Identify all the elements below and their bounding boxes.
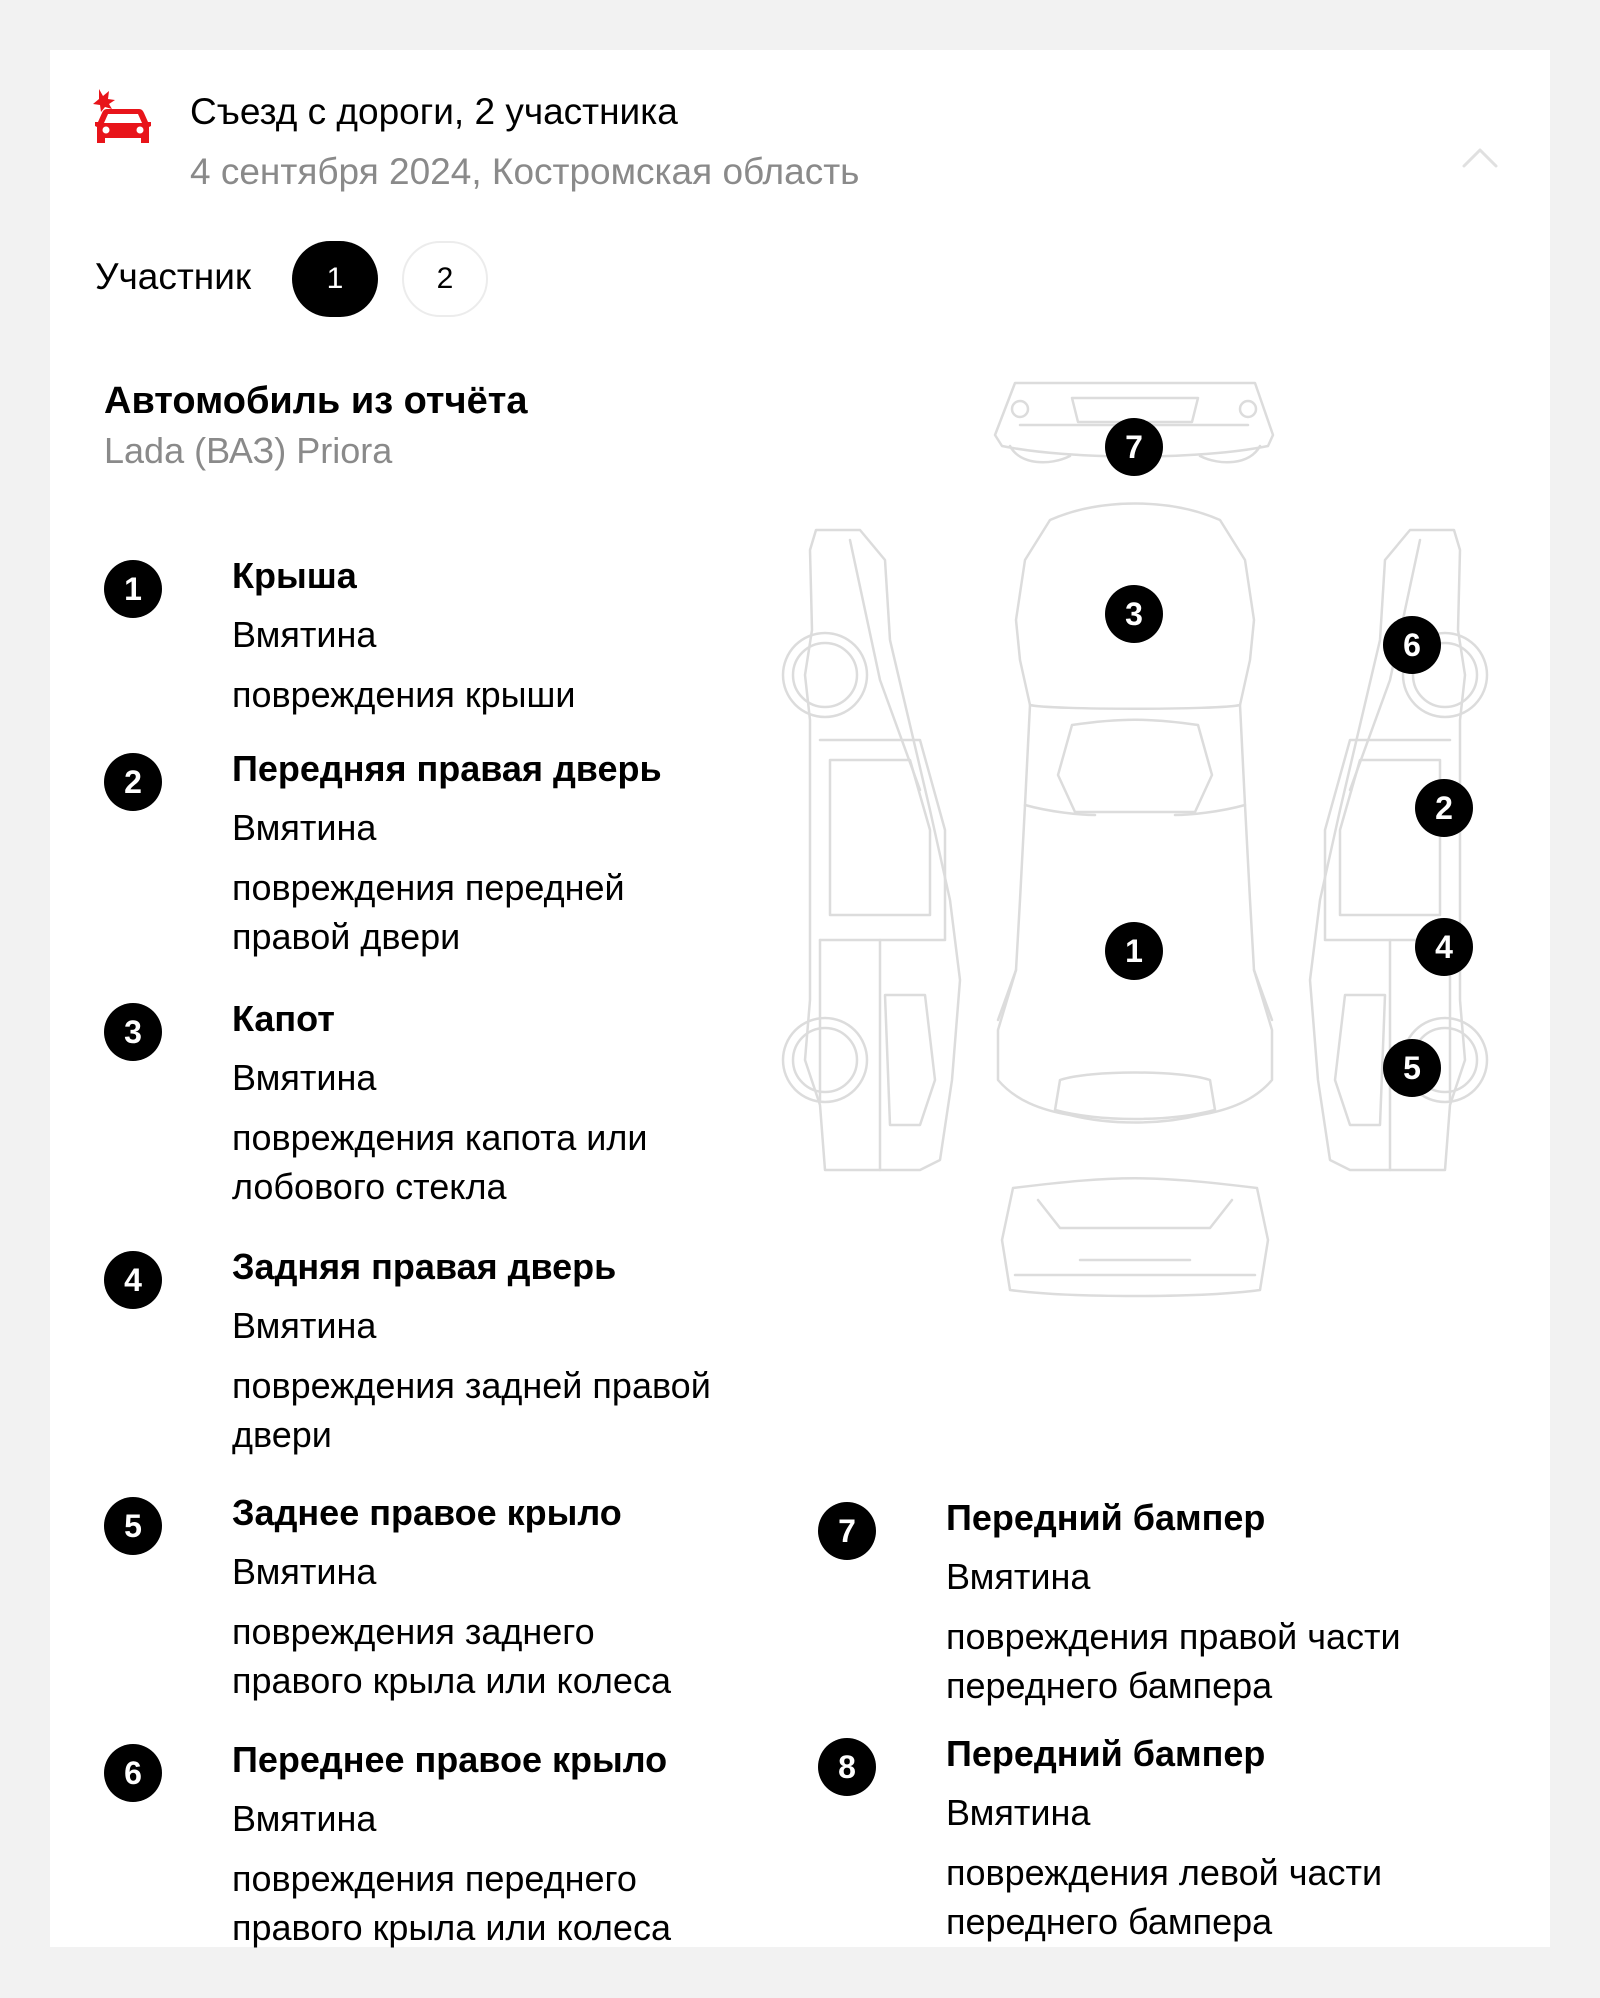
damage-type: Вмятина: [946, 1792, 1091, 1833]
car-section-title: Автомобиль из отчёта: [104, 380, 528, 422]
diagram-marker[interactable]: 7: [1105, 418, 1163, 476]
damage-part: Передний бампер: [946, 1497, 1266, 1538]
diagram-marker[interactable]: 1: [1105, 922, 1163, 980]
damage-number-badge: 2: [104, 753, 162, 811]
car-outline-illustration: [781, 381, 1489, 1298]
damage-type: Вмятина: [232, 807, 377, 848]
car-model: Lada (ВАЗ) Priora: [104, 430, 393, 471]
damage-part: Передняя правая дверь: [232, 748, 662, 789]
damage-type: Вмятина: [232, 1798, 377, 1839]
damage-type: Вмятина: [232, 1551, 377, 1592]
damage-number-badge: 5: [104, 1497, 162, 1555]
diagram-marker[interactable]: 5: [1383, 1039, 1441, 1097]
damage-number-badge: 8: [818, 1738, 876, 1796]
damage-part: Передний бампер: [946, 1733, 1266, 1774]
damage-description: повреждения переднего правого крыла или …: [232, 1858, 671, 1948]
diagram-marker[interactable]: 2: [1415, 779, 1473, 837]
damage-description: повреждения задней правой двери: [232, 1365, 711, 1455]
diagram-marker[interactable]: 6: [1383, 616, 1441, 674]
damage-part: Заднее правое крыло: [232, 1492, 622, 1533]
damage-number-badge: 4: [104, 1251, 162, 1309]
chevron-up-icon[interactable]: [1450, 130, 1510, 190]
damage-type: Вмятина: [232, 1305, 377, 1346]
damage-number-badge: 7: [818, 1502, 876, 1560]
diagram-marker[interactable]: 3: [1105, 585, 1163, 643]
participant-tab-2[interactable]: 2: [402, 241, 488, 317]
car-crash-icon: [93, 89, 151, 143]
damage-number-badge: 3: [104, 1003, 162, 1061]
damage-part: Крыша: [232, 555, 357, 596]
damage-description: повреждения крыши: [232, 674, 576, 715]
accident-date-location: 4 сентября 2024, Костромская область: [190, 151, 860, 192]
damage-type: Вмятина: [232, 1057, 377, 1098]
accident-card: Съезд с дороги, 2 участника 4 сентября 2…: [50, 50, 1550, 1948]
damage-part: Переднее правое крыло: [232, 1739, 668, 1780]
participant-tab-1[interactable]: 1: [292, 241, 378, 317]
damage-description: повреждения передней правой двери: [232, 867, 625, 957]
damage-description: повреждения левой части переднего бампер…: [946, 1852, 1383, 1942]
damage-type: Вмятина: [232, 614, 377, 655]
damage-type: Вмятина: [946, 1556, 1091, 1597]
diagram-marker[interactable]: 4: [1415, 918, 1473, 976]
damage-number-badge: 6: [104, 1744, 162, 1802]
damage-part: Капот: [232, 998, 335, 1039]
car-damage-diagram: 7 3 6 2 1 4 5: [720, 380, 1550, 1330]
accident-title: Съезд с дороги, 2 участника: [190, 91, 678, 132]
damage-part: Задняя правая дверь: [232, 1246, 617, 1287]
participant-label: Участник: [95, 256, 252, 297]
damage-description: повреждения капота или лобового стекла: [232, 1117, 648, 1207]
damage-number-badge: 1: [104, 560, 162, 618]
damage-description: повреждения заднего правого крыла или ко…: [232, 1611, 671, 1701]
damage-description: повреждения правой части переднего бампе…: [946, 1616, 1401, 1706]
